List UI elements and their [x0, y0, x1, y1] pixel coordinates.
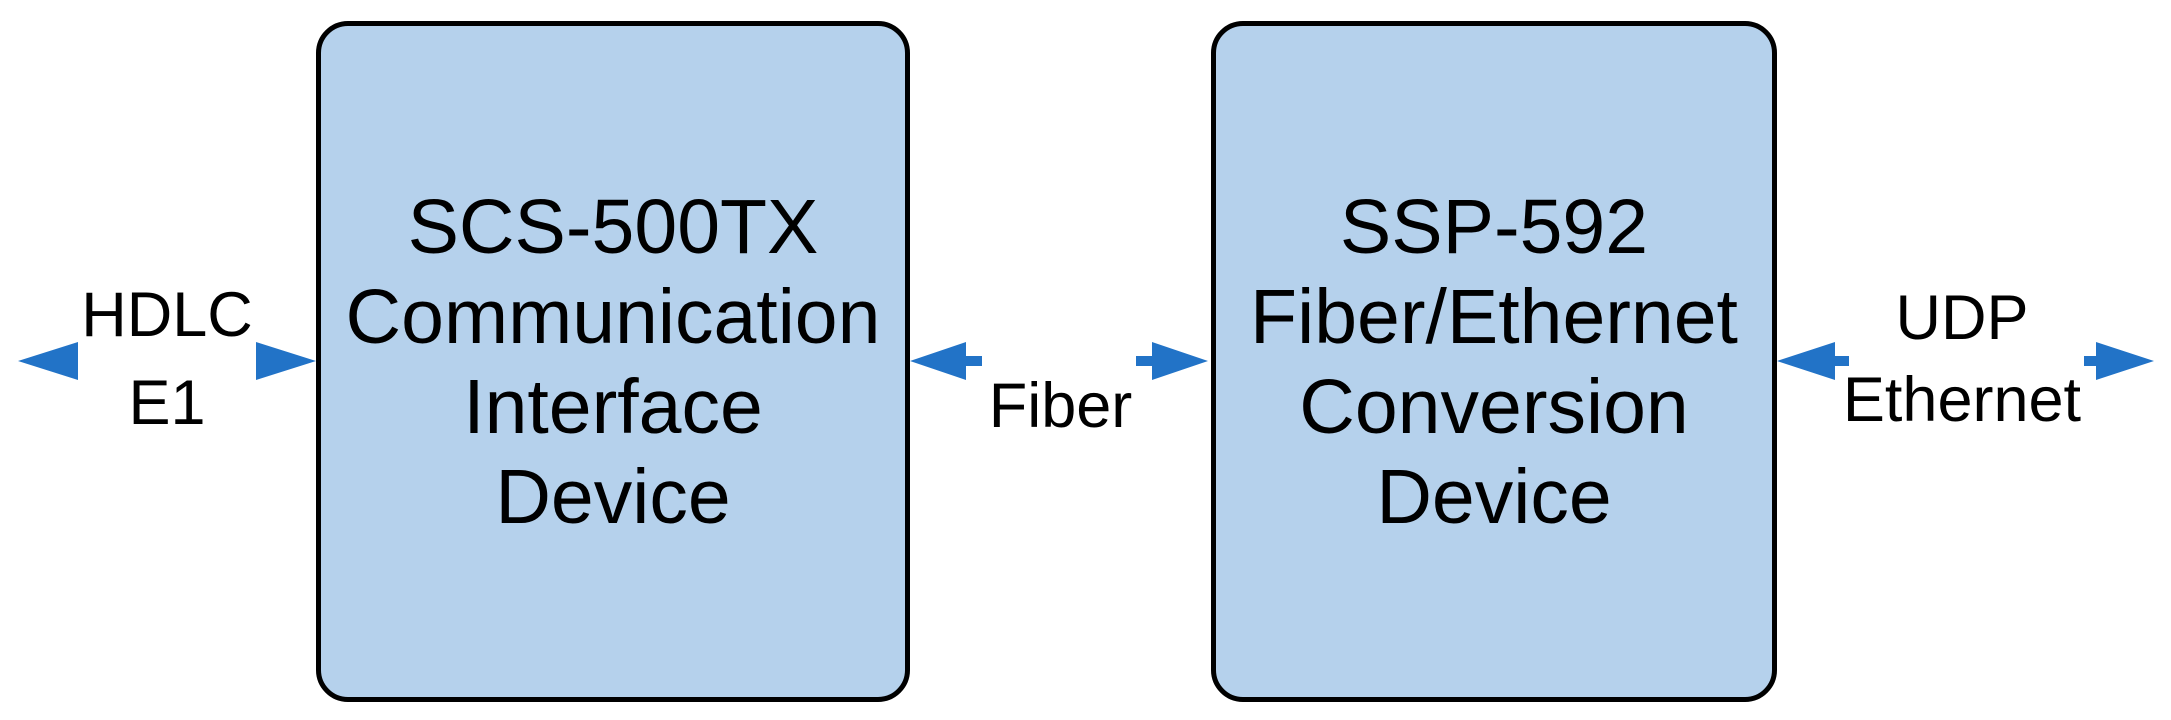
label-fiber: Fiber — [910, 365, 1211, 447]
device-box-line: Conversion — [1299, 363, 1689, 450]
label-fiber-line1: Fiber — [988, 371, 1133, 441]
device-box-line: Communication — [345, 273, 881, 360]
label-hdlc-line1: HDLC — [81, 280, 253, 350]
device-box-line: Fiber/Ethernet — [1250, 273, 1738, 360]
device-box-line: Interface — [463, 363, 763, 450]
device-box-line: Device — [495, 453, 731, 540]
label-udp-line2: Ethernet — [1842, 365, 2082, 435]
hdlc-arrow-right-icon — [256, 342, 316, 380]
fiber-arrow-left-icon — [910, 342, 982, 380]
device-box-line: Device — [1376, 453, 1612, 540]
device-box-scs-500tx: SCS-500TX Communication Interface Device — [316, 21, 910, 702]
hdlc-arrow-left-icon — [18, 342, 78, 380]
label-hdlc-e1: HDLC E1 — [17, 271, 317, 447]
device-box-ssp-592: SSP-592 Fiber/Ethernet Conversion Device — [1211, 21, 1777, 702]
label-hdlc-line2: E1 — [128, 368, 206, 438]
device-box-line: SCS-500TX — [407, 183, 819, 270]
ethernet-arrow-left-icon — [1777, 342, 1849, 380]
fiber-arrow-right-icon — [1136, 342, 1208, 380]
label-udp-ethernet: UDP Ethernet — [1812, 277, 2112, 441]
device-box-line: SSP-592 — [1339, 183, 1649, 270]
ethernet-arrow-right-icon — [2084, 342, 2154, 380]
label-udp-line1: UDP — [1895, 283, 2029, 353]
